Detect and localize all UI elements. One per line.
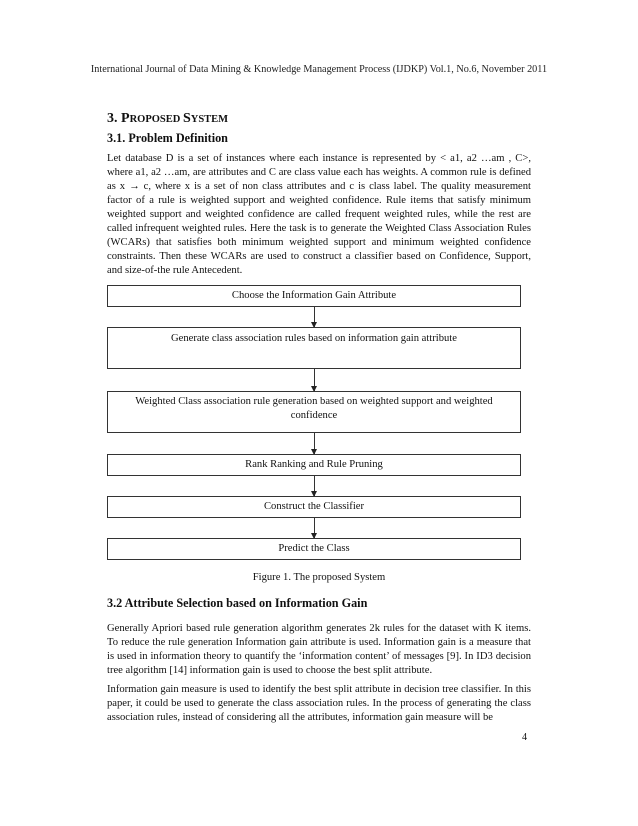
- flow-arrow: [311, 369, 317, 392]
- flow-step-choose-attribute: Choose the Information Gain Attribute: [107, 285, 521, 307]
- section-title: 3. PROPOSED SYSTEM: [107, 111, 229, 126]
- flow-step-construct-classifier: Construct the Classifier: [107, 496, 521, 518]
- flow-step-predict-class: Predict the Class: [107, 538, 521, 560]
- problem-definition-paragraph: Let database D is a set of instances whe…: [107, 153, 531, 276]
- flow-step-rank-prune: Rank Ranking and Rule Pruning: [107, 454, 521, 476]
- attribute-selection-paragraph-2: Information gain measure is used to iden…: [107, 684, 531, 723]
- flow-arrow: [311, 476, 317, 497]
- attribute-selection-paragraph-1: Generally Apriori based rule generation …: [107, 623, 531, 676]
- figure-caption: Figure 1. The proposed System: [252, 572, 386, 583]
- subsection-heading-problem-definition: 3.1. Problem Definition: [107, 131, 228, 145]
- running-header: International Journal of Data Mining & K…: [90, 64, 548, 75]
- flow-step-generate-rules: Generate class association rules based o…: [107, 327, 521, 369]
- flow-arrow: [311, 307, 317, 328]
- flow-step-weighted-rules: Weighted Class association rule generati…: [107, 391, 521, 433]
- flow-arrow: [311, 518, 317, 539]
- page-number: 4: [522, 732, 528, 743]
- section-number: 3.: [107, 111, 118, 126]
- flow-arrow: [311, 433, 317, 455]
- subsection-heading-attribute-selection: 3.2 Attribute Selection based on Informa…: [107, 596, 368, 610]
